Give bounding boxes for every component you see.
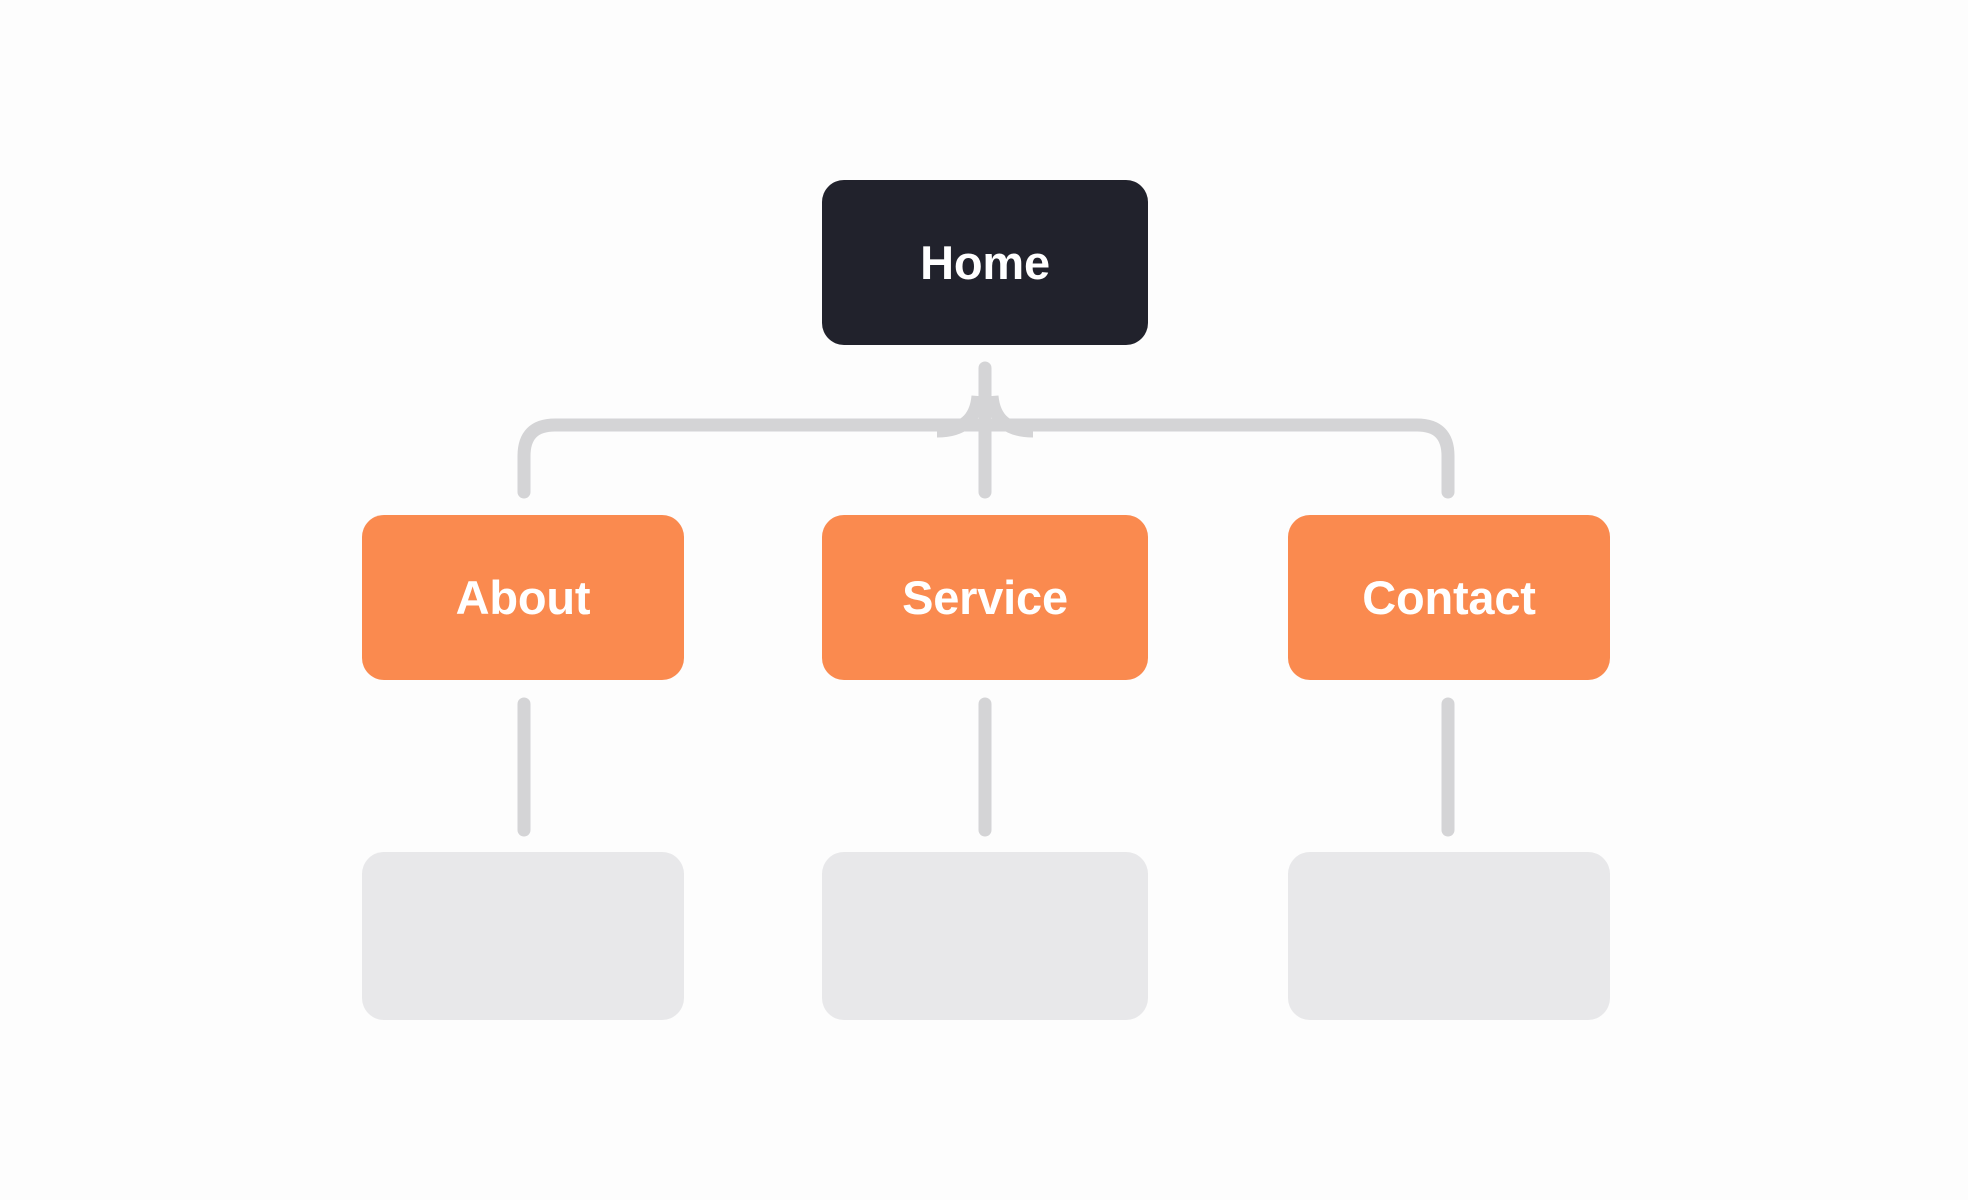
node-contact[interactable]: Contact	[1288, 515, 1610, 680]
edge-bus-to-about	[517, 418, 992, 499]
node-home[interactable]: Home	[822, 180, 1148, 345]
node-about-label: About	[455, 571, 591, 624]
bus-junction-fillet-right	[985, 395, 1034, 438]
node-about[interactable]: About	[362, 515, 684, 680]
node-service-label: Service	[902, 571, 1068, 624]
edge-bus-to-contact	[978, 418, 1455, 499]
node-service-child-placeholder[interactable]	[822, 852, 1148, 1020]
node-service[interactable]: Service	[822, 515, 1148, 680]
node-home-label: Home	[920, 236, 1050, 289]
node-contact-label: Contact	[1362, 571, 1536, 624]
node-about-child-placeholder[interactable]	[362, 852, 684, 1020]
node-contact-child-placeholder[interactable]	[1288, 852, 1610, 1020]
bus-junction-fillet-left	[936, 395, 985, 438]
